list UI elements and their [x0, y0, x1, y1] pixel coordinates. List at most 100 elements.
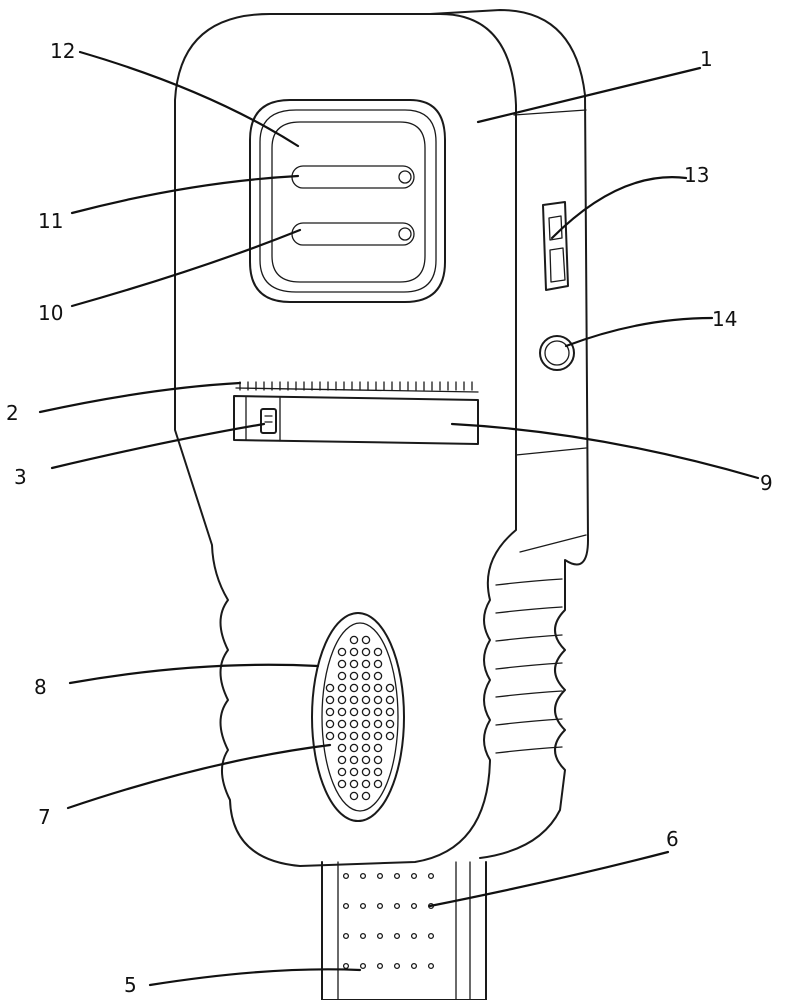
speaker-hole — [373, 767, 383, 777]
speaker-hole — [361, 659, 371, 669]
speaker-hole — [385, 707, 395, 717]
speaker-hole — [349, 635, 359, 645]
connector-hole — [376, 902, 384, 910]
speaker-hole — [361, 671, 371, 681]
speaker-hole — [361, 755, 371, 765]
speaker-hole — [349, 659, 359, 669]
speaker-hole — [337, 683, 347, 693]
connector-hole — [393, 962, 401, 970]
connector-hole — [427, 962, 435, 970]
callout-labels: 1 2 3 5 6 7 8 9 10 11 12 13 14 — [6, 39, 773, 997]
leader-8 — [68, 663, 320, 685]
speaker-hole — [349, 671, 359, 681]
side-switch — [542, 201, 569, 291]
connector-hole — [342, 902, 350, 910]
side-button — [539, 335, 575, 371]
speaker-grill — [311, 612, 405, 822]
leader-11 — [70, 174, 300, 215]
speaker-hole — [361, 791, 371, 801]
callout-9: 9 — [760, 471, 773, 495]
connector-hole — [359, 902, 367, 910]
speaker-hole — [361, 695, 371, 705]
speaker-hole — [337, 779, 347, 789]
speaker-hole — [325, 683, 335, 693]
speaker-hole — [373, 779, 383, 789]
speaker-hole — [349, 767, 359, 777]
leader-7 — [66, 743, 332, 810]
connector-hole — [376, 962, 384, 970]
speaker-hole — [337, 719, 347, 729]
speaker-hole — [349, 731, 359, 741]
leader-1 — [476, 66, 702, 124]
leader-5 — [148, 968, 362, 987]
callout-14: 14 — [712, 307, 737, 331]
display-window — [249, 99, 446, 303]
speaker-hole — [337, 767, 347, 777]
callout-8: 8 — [34, 675, 47, 699]
connector-hole — [376, 932, 384, 940]
side-grip-ribs — [495, 578, 563, 754]
speaker-hole — [361, 683, 371, 693]
grip-rib — [495, 746, 563, 754]
speaker-hole — [325, 695, 335, 705]
comb-assembly — [233, 381, 479, 445]
connector-hole — [393, 932, 401, 940]
speaker-hole — [337, 647, 347, 657]
callout-7: 7 — [38, 805, 51, 829]
speaker-hole — [349, 743, 359, 753]
leader-3 — [50, 422, 266, 470]
speaker-hole — [325, 731, 335, 741]
speaker-hole — [349, 707, 359, 717]
callout-12: 12 — [50, 39, 75, 63]
speaker-hole — [337, 659, 347, 669]
speaker-hole — [349, 647, 359, 657]
callout-2: 2 — [6, 401, 19, 425]
speaker-hole — [361, 635, 371, 645]
leader-6 — [428, 850, 670, 908]
connector-hole — [393, 902, 401, 910]
speaker-hole — [337, 707, 347, 717]
connector-hole — [342, 962, 350, 970]
connector-hole — [342, 872, 350, 880]
speaker-hole — [373, 671, 383, 681]
speaker-hole — [385, 719, 395, 729]
speaker-hole — [337, 695, 347, 705]
speaker-hole — [385, 695, 395, 705]
speaker-hole — [361, 779, 371, 789]
speaker-hole — [385, 731, 395, 741]
grip-rib — [495, 606, 563, 614]
leader-9 — [450, 422, 760, 480]
slider-button — [260, 408, 277, 434]
light-tube-upper — [291, 165, 415, 189]
speaker-hole — [349, 695, 359, 705]
housing-side-face — [429, 9, 589, 859]
leader-2 — [38, 381, 242, 414]
callout-10: 10 — [38, 301, 63, 325]
speaker-hole — [373, 647, 383, 657]
speaker-hole — [373, 719, 383, 729]
connector-hole — [410, 932, 418, 940]
speaker-hole — [373, 707, 383, 717]
speaker-hole — [325, 719, 335, 729]
callout-1: 1 — [700, 47, 713, 71]
leader-12 — [78, 50, 300, 148]
callout-11: 11 — [38, 209, 63, 233]
connector-hole — [359, 962, 367, 970]
speaker-hole — [361, 731, 371, 741]
speaker-holes — [325, 635, 395, 801]
connector-hole — [427, 872, 435, 880]
housing-front — [174, 13, 517, 867]
speaker-hole — [349, 719, 359, 729]
speaker-hole — [349, 755, 359, 765]
speaker-hole — [373, 683, 383, 693]
speaker-hole — [373, 659, 383, 669]
callout-6: 6 — [666, 827, 679, 851]
leader-lines — [38, 50, 760, 987]
connector-hole — [410, 902, 418, 910]
callout-13: 13 — [684, 163, 709, 187]
speaker-hole — [349, 683, 359, 693]
speaker-hole — [349, 779, 359, 789]
comb-teeth — [239, 381, 473, 391]
